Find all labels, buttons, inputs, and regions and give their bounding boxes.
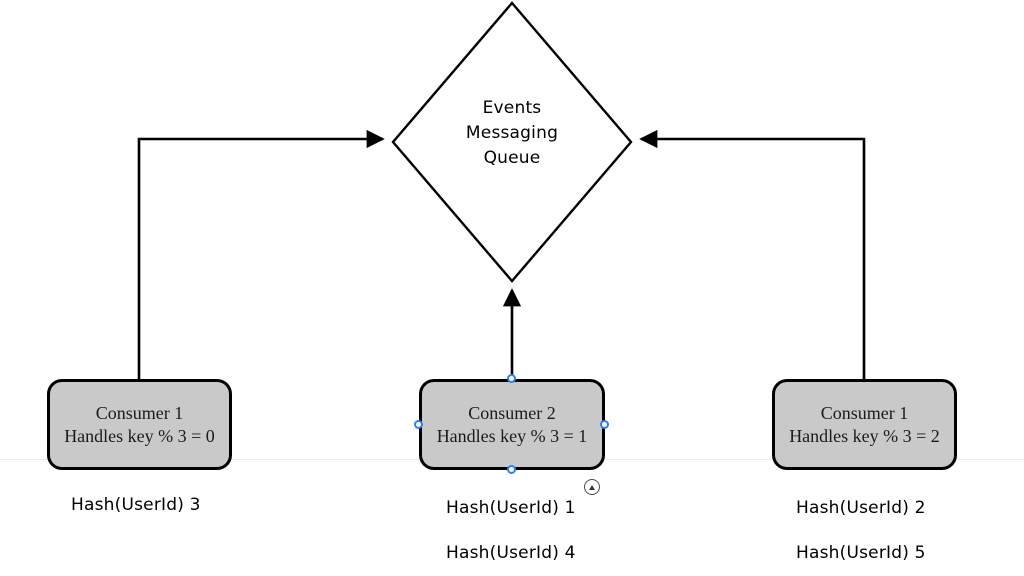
consumer-middle-title: Consumer 2	[468, 402, 556, 423]
consumer-right-node[interactable]: Consumer 1 Handles key % 3 = 2	[772, 379, 957, 470]
hash-label-right-2: Hash(UserId) 5	[796, 543, 926, 563]
consumer-right-title: Consumer 1	[820, 402, 909, 423]
consumer-middle-node[interactable]: Consumer 2 Handles key % 3 = 1	[419, 379, 605, 470]
queue-label-line-1: Events	[482, 98, 542, 118]
selection-handle-right[interactable]	[600, 420, 609, 429]
hash-label-middle-1: Hash(UserId) 1	[446, 498, 576, 518]
caret-up-icon[interactable]	[584, 479, 600, 495]
hash-label-middle-2: Hash(UserId) 4	[446, 543, 576, 563]
hash-label-left-1: Hash(UserId) 3	[71, 495, 201, 515]
selection-handle-left[interactable]	[414, 420, 423, 429]
edge-left-to-queue[interactable]	[137, 129, 385, 379]
consumer-middle-rule: Handles key % 3 = 1	[436, 425, 588, 446]
consumer-left-title: Consumer 1	[95, 402, 184, 423]
queue-node[interactable]: Events Messaging Queue	[390, 0, 634, 286]
queue-label: Events Messaging Queue	[390, 96, 634, 171]
queue-label-line-3: Queue	[483, 148, 541, 168]
selection-handle-top[interactable]	[507, 374, 516, 383]
queue-label-line-2: Messaging	[465, 123, 559, 143]
queue-diamond-shape[interactable]	[391, 1, 633, 283]
consumer-left-rule: Handles key % 3 = 0	[64, 425, 215, 446]
hash-label-right-1: Hash(UserId) 2	[796, 498, 926, 518]
edge-right-to-queue[interactable]	[639, 129, 866, 379]
selection-handle-bottom[interactable]	[507, 465, 516, 474]
consumer-right-rule: Handles key % 3 = 2	[789, 425, 940, 446]
consumer-left-node[interactable]: Consumer 1 Handles key % 3 = 0	[47, 379, 232, 470]
